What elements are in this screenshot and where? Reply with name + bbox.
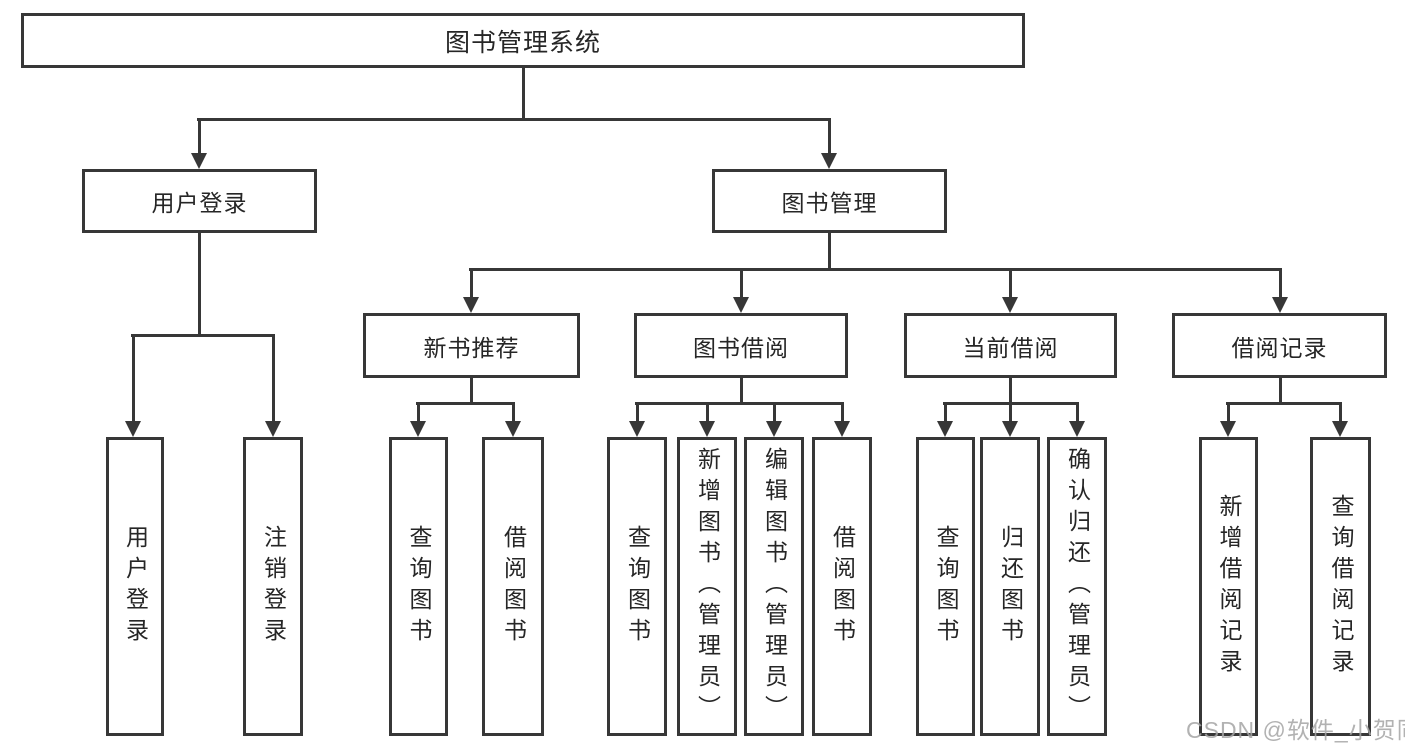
- connector-line: [1339, 402, 1342, 423]
- arrow-down-icon: [834, 421, 850, 437]
- arrow-down-icon: [629, 421, 645, 437]
- arrow-down-icon: [125, 421, 141, 437]
- node-label: 新书推荐: [423, 334, 520, 361]
- connector-line: [1226, 402, 1342, 405]
- connector-line: [469, 268, 1282, 271]
- node-book-management: 图书管理: [712, 169, 947, 233]
- connector-line: [272, 334, 275, 423]
- arrow-down-icon: [733, 297, 749, 313]
- arrow-down-icon: [1220, 421, 1236, 437]
- leaf-label: 用户登录: [122, 524, 149, 649]
- leaf-label: 查询图书: [406, 524, 432, 649]
- arrow-down-icon: [937, 421, 953, 437]
- leaf-borrow-book: 借阅图书: [812, 437, 872, 736]
- node-book-borrow: 图书借阅: [634, 313, 848, 378]
- node-user-login: 用户登录: [82, 169, 317, 233]
- leaf-label: 查询借阅记录: [1328, 493, 1354, 680]
- node-root-library-system: 图书管理系统: [21, 13, 1025, 68]
- leaf-label: 新增图书（管理员）: [694, 447, 721, 726]
- connector-line: [1076, 402, 1079, 423]
- node-borrow-records: 借阅记录: [1172, 313, 1387, 378]
- connector-line: [841, 402, 844, 423]
- connector-line: [740, 378, 743, 405]
- node-new-book-recommend: 新书推荐: [363, 313, 580, 378]
- leaf-user-login: 用户登录: [106, 437, 164, 736]
- arrow-down-icon: [1332, 421, 1348, 437]
- leaf-label: 归还图书: [997, 524, 1024, 649]
- connector-line: [131, 334, 275, 337]
- arrow-down-icon: [1002, 421, 1018, 437]
- node-label: 当前借阅: [962, 334, 1059, 361]
- connector-line: [417, 402, 420, 423]
- connector-line: [706, 402, 709, 423]
- leaf-query-borrow-record: 查询借阅记录: [1310, 437, 1371, 736]
- connector-line: [828, 233, 831, 270]
- connector-line: [522, 68, 525, 119]
- connector-line: [1279, 268, 1282, 299]
- connector-line: [470, 268, 473, 299]
- leaf-query-book-borrow: 查询图书: [607, 437, 667, 736]
- node-label: 图书管理系统: [444, 28, 601, 57]
- leaf-return-book: 归还图书: [980, 437, 1040, 736]
- leaf-label: 编辑图书（管理员）: [761, 447, 788, 726]
- leaf-query-book-current: 查询图书: [916, 437, 975, 736]
- node-current-borrow: 当前借阅: [904, 313, 1117, 378]
- connector-line: [470, 378, 473, 405]
- connector-line: [1227, 402, 1230, 423]
- connector-line: [1009, 402, 1012, 423]
- connector-line: [773, 402, 776, 423]
- leaf-label: 查询图书: [624, 524, 651, 649]
- leaf-logout: 注销登录: [243, 437, 303, 736]
- arrow-down-icon: [1002, 297, 1018, 313]
- connector-line: [512, 402, 515, 423]
- leaf-add-book-admin: 新增图书（管理员）: [677, 437, 737, 736]
- connector-line: [636, 402, 639, 423]
- arrow-down-icon: [1069, 421, 1085, 437]
- node-label: 图书借阅: [693, 334, 789, 361]
- connector-line: [198, 233, 201, 336]
- leaf-label: 借阅图书: [829, 524, 856, 649]
- leaf-label: 借阅图书: [500, 524, 527, 649]
- connector-line: [416, 402, 515, 405]
- leaf-confirm-return-admin: 确认归还（管理员）: [1047, 437, 1107, 736]
- csdn-watermark: CSDN @软件_小贺同学: [1186, 717, 1405, 743]
- arrow-down-icon: [265, 421, 281, 437]
- leaf-borrow-book-recommend: 借阅图书: [482, 437, 544, 736]
- connector-line: [197, 118, 831, 121]
- leaf-edit-book-admin: 编辑图书（管理员）: [744, 437, 804, 736]
- connector-line: [1009, 378, 1012, 405]
- connector-line: [740, 268, 743, 299]
- connector-line: [198, 118, 201, 155]
- leaf-label: 查询图书: [933, 524, 959, 649]
- arrow-down-icon: [410, 421, 426, 437]
- connector-line: [132, 334, 135, 423]
- connector-line: [1279, 378, 1282, 405]
- node-label: 用户登录: [151, 190, 248, 216]
- leaf-label: 确认归还（管理员）: [1064, 447, 1091, 726]
- leaf-label: 注销登录: [260, 524, 287, 649]
- node-label: 图书管理: [781, 190, 878, 216]
- leaf-label: 新增借阅记录: [1216, 493, 1242, 680]
- arrow-down-icon: [505, 421, 521, 437]
- arrow-down-icon: [463, 297, 479, 313]
- leaf-query-book-recommend: 查询图书: [389, 437, 448, 736]
- connector-line: [635, 402, 844, 405]
- connector-line: [1009, 268, 1012, 299]
- arrow-down-icon: [191, 153, 207, 169]
- leaf-add-borrow-record: 新增借阅记录: [1199, 437, 1258, 736]
- connector-line: [944, 402, 947, 423]
- connector-line: [828, 118, 831, 155]
- arrow-down-icon: [821, 153, 837, 169]
- node-label: 借阅记录: [1231, 334, 1328, 361]
- arrow-down-icon: [1272, 297, 1288, 313]
- arrow-down-icon: [766, 421, 782, 437]
- arrow-down-icon: [699, 421, 715, 437]
